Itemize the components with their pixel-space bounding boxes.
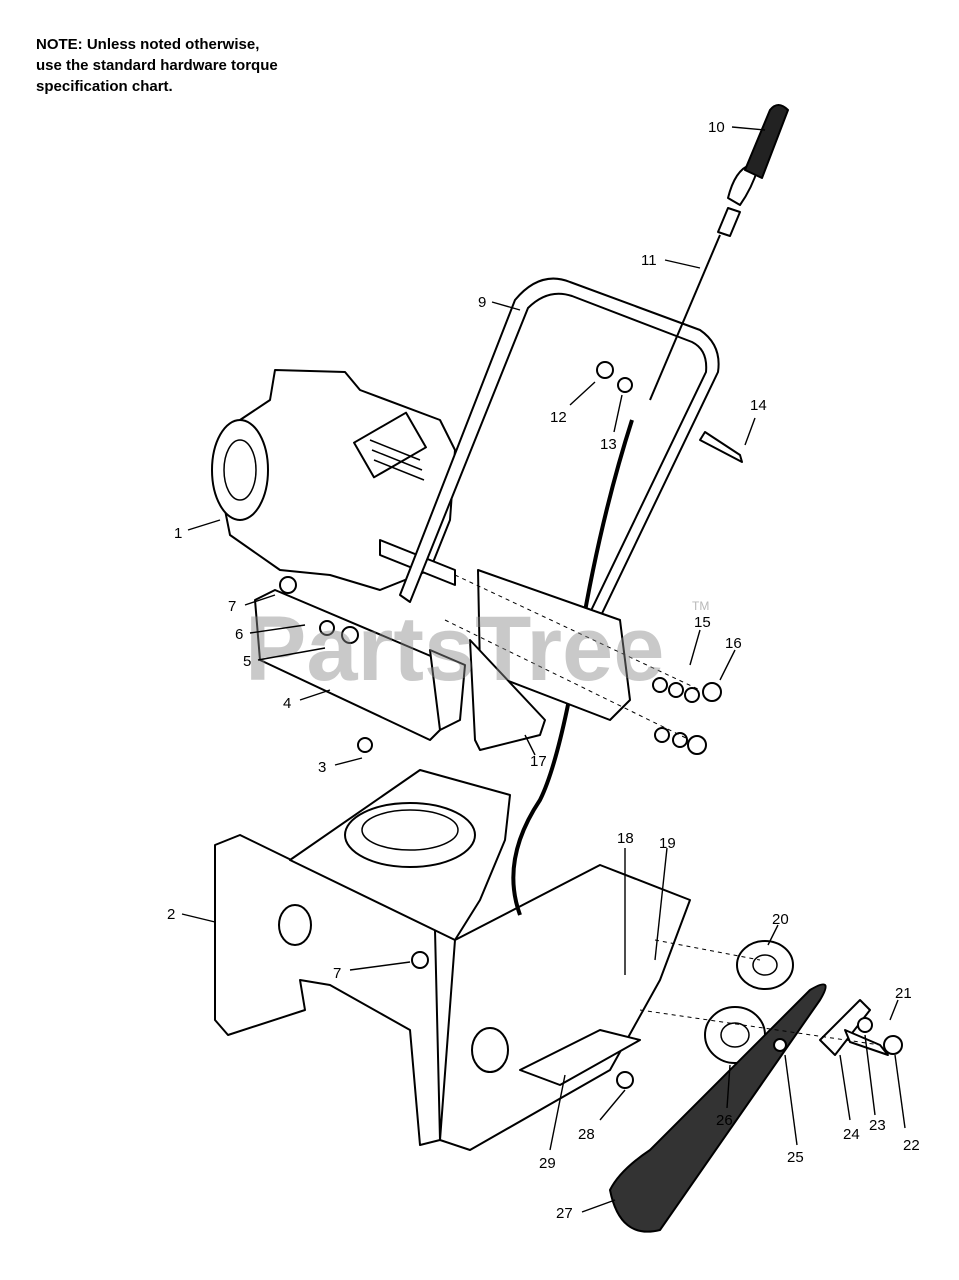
engine-bracket xyxy=(254,589,466,741)
callout-7-upper: 7 xyxy=(228,598,236,615)
mount-bracket xyxy=(469,569,631,751)
note-line-3: specification chart. xyxy=(36,78,173,95)
watermark-text: PartsTree xyxy=(245,598,664,700)
callout-3: 3 xyxy=(318,759,326,776)
callout-1: 1 xyxy=(174,525,182,542)
callout-21: 21 xyxy=(895,985,912,1002)
callout-22: 22 xyxy=(903,1137,920,1154)
callout-4: 4 xyxy=(283,695,291,712)
callout-7-lower: 7 xyxy=(333,965,341,982)
leader-lines xyxy=(181,126,906,1213)
callout-2: 2 xyxy=(167,906,175,923)
callout-12: 12 xyxy=(550,409,567,426)
drive-components xyxy=(519,940,903,1233)
callout-14: 14 xyxy=(750,397,767,414)
callout-5: 5 xyxy=(243,653,251,670)
housing-frame xyxy=(214,769,691,1151)
note-line-2: use the standard hardware torque xyxy=(36,57,278,74)
callout-6: 6 xyxy=(235,626,243,643)
callout-26: 26 xyxy=(716,1112,733,1129)
callout-17: 17 xyxy=(530,753,547,770)
alignment-lines xyxy=(444,574,881,1046)
callout-24: 24 xyxy=(843,1126,860,1143)
callout-16: 16 xyxy=(725,635,742,652)
callout-27: 27 xyxy=(556,1205,573,1222)
callout-9: 9 xyxy=(478,294,486,311)
torque-note: NOTE: Unless noted otherwise, use the st… xyxy=(36,34,336,97)
watermark-tm: TM xyxy=(692,599,709,613)
callout-20: 20 xyxy=(772,911,789,928)
watermark: PartsTree TM xyxy=(245,598,709,700)
callout-15: 15 xyxy=(694,614,711,631)
callout-28: 28 xyxy=(578,1126,595,1143)
callout-19: 19 xyxy=(659,835,676,852)
callout-29: 29 xyxy=(539,1155,556,1172)
callout-25: 25 xyxy=(787,1149,804,1166)
callout-11: 11 xyxy=(641,252,657,269)
note-line-1: NOTE: Unless noted otherwise, xyxy=(36,36,260,53)
callout-numbers: 10 11 9 12 13 14 1 7 6 5 4 3 15 16 17 2 … xyxy=(167,119,920,1222)
callout-18: 18 xyxy=(617,830,634,847)
callout-13: 13 xyxy=(600,436,617,453)
shift-rod xyxy=(649,104,789,401)
callout-10: 10 xyxy=(708,119,725,136)
hardware xyxy=(279,361,743,755)
callout-23: 23 xyxy=(869,1117,886,1134)
engine xyxy=(211,369,456,591)
